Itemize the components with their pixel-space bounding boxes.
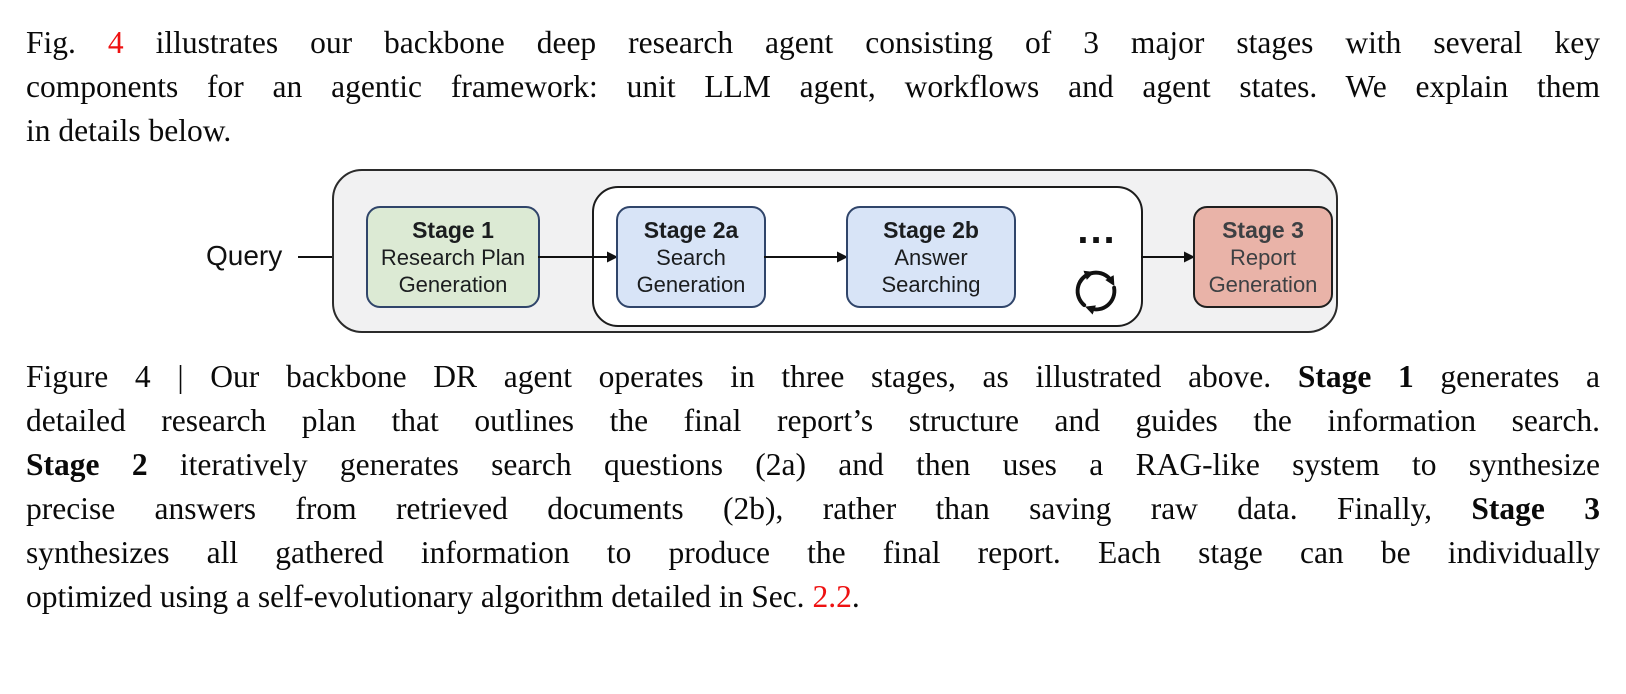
- stage-title: Stage 2a: [643, 216, 739, 243]
- caption-text-run: .: [851, 579, 860, 614]
- figure-4-diagram: Query Stage 1 Research Plan Generation S…: [0, 153, 1626, 341]
- caption-line-3: Stage 2 iteratively generates search que…: [26, 443, 1600, 487]
- stage-title: Stage 1: [412, 216, 494, 243]
- stage-title: Stage 3: [1222, 216, 1304, 243]
- cycle-arrows-icon: [1075, 270, 1117, 315]
- loop-ellipsis: ...: [1077, 208, 1117, 252]
- intro-text-run: Fig.: [26, 25, 108, 60]
- stage-line: Report: [1229, 244, 1297, 270]
- caption-text-run: Figure 4 | Our backbone DR agent operate…: [26, 359, 1298, 394]
- arrow-right-icon: [1141, 251, 1195, 263]
- caption-line-4: precise answers from retrieved documents…: [26, 487, 1600, 531]
- intro-line-2: components for an agentic framework: uni…: [26, 69, 1600, 104]
- figure-ref-link[interactable]: 4: [107, 25, 124, 60]
- paper-page: Fig. 4 illustrates our backbone deep res…: [0, 0, 1626, 619]
- arrow-right-icon: [538, 251, 618, 263]
- stage-3-box: Stage 3 Report Generation: [1193, 206, 1333, 308]
- intro-paragraph: Fig. 4 illustrates our backbone deep res…: [26, 0, 1600, 153]
- query-label: Query: [206, 240, 283, 271]
- stage-2-bold-label: Stage 2: [26, 447, 148, 482]
- caption-text-run: generates a: [1413, 359, 1600, 394]
- intro-text-run: illustrates our backbone deep research a…: [123, 25, 1600, 60]
- stage-3-bold-label: Stage 3: [1471, 491, 1600, 526]
- stage-2b-box: Stage 2b Answer Searching: [846, 206, 1016, 308]
- caption-line-2: detailed research plan that outlines the…: [26, 403, 1600, 438]
- intro-line-1: Fig. 4 illustrates our backbone deep res…: [26, 21, 1600, 65]
- stage-title: Stage 2b: [883, 216, 979, 243]
- caption-text-run: optimized using a self-evolutionary algo…: [26, 579, 813, 614]
- caption-text-run: iteratively generates search questions (…: [147, 447, 1600, 482]
- stage-line: Generation: [1208, 271, 1318, 297]
- figure-caption: Figure 4 | Our backbone DR agent operate…: [26, 355, 1600, 619]
- stage-line: Generation: [636, 271, 746, 297]
- arrow-right-icon: [764, 251, 848, 263]
- stage-line: Generation: [398, 271, 508, 297]
- intro-line-3: in details below.: [26, 113, 232, 148]
- stage-line: Searching: [881, 271, 981, 297]
- caption-line-5: synthesizes all gathered information to …: [26, 535, 1600, 570]
- stage-line: Research Plan: [380, 244, 526, 270]
- section-ref-link[interactable]: 2.2: [812, 579, 852, 614]
- stage-1-box: Stage 1 Research Plan Generation: [366, 206, 540, 308]
- stage-line: Answer: [894, 244, 968, 270]
- stage-2a-box: Stage 2a Search Generation: [616, 206, 766, 308]
- caption-text-run: precise answers from retrieved documents…: [26, 491, 1472, 526]
- stage-line: Search: [656, 244, 726, 270]
- stage-1-bold-label: Stage 1: [1297, 359, 1414, 394]
- caption-line-1: Figure 4 | Our backbone DR agent operate…: [26, 355, 1600, 399]
- caption-line-6: optimized using a self-evolutionary algo…: [26, 575, 1600, 619]
